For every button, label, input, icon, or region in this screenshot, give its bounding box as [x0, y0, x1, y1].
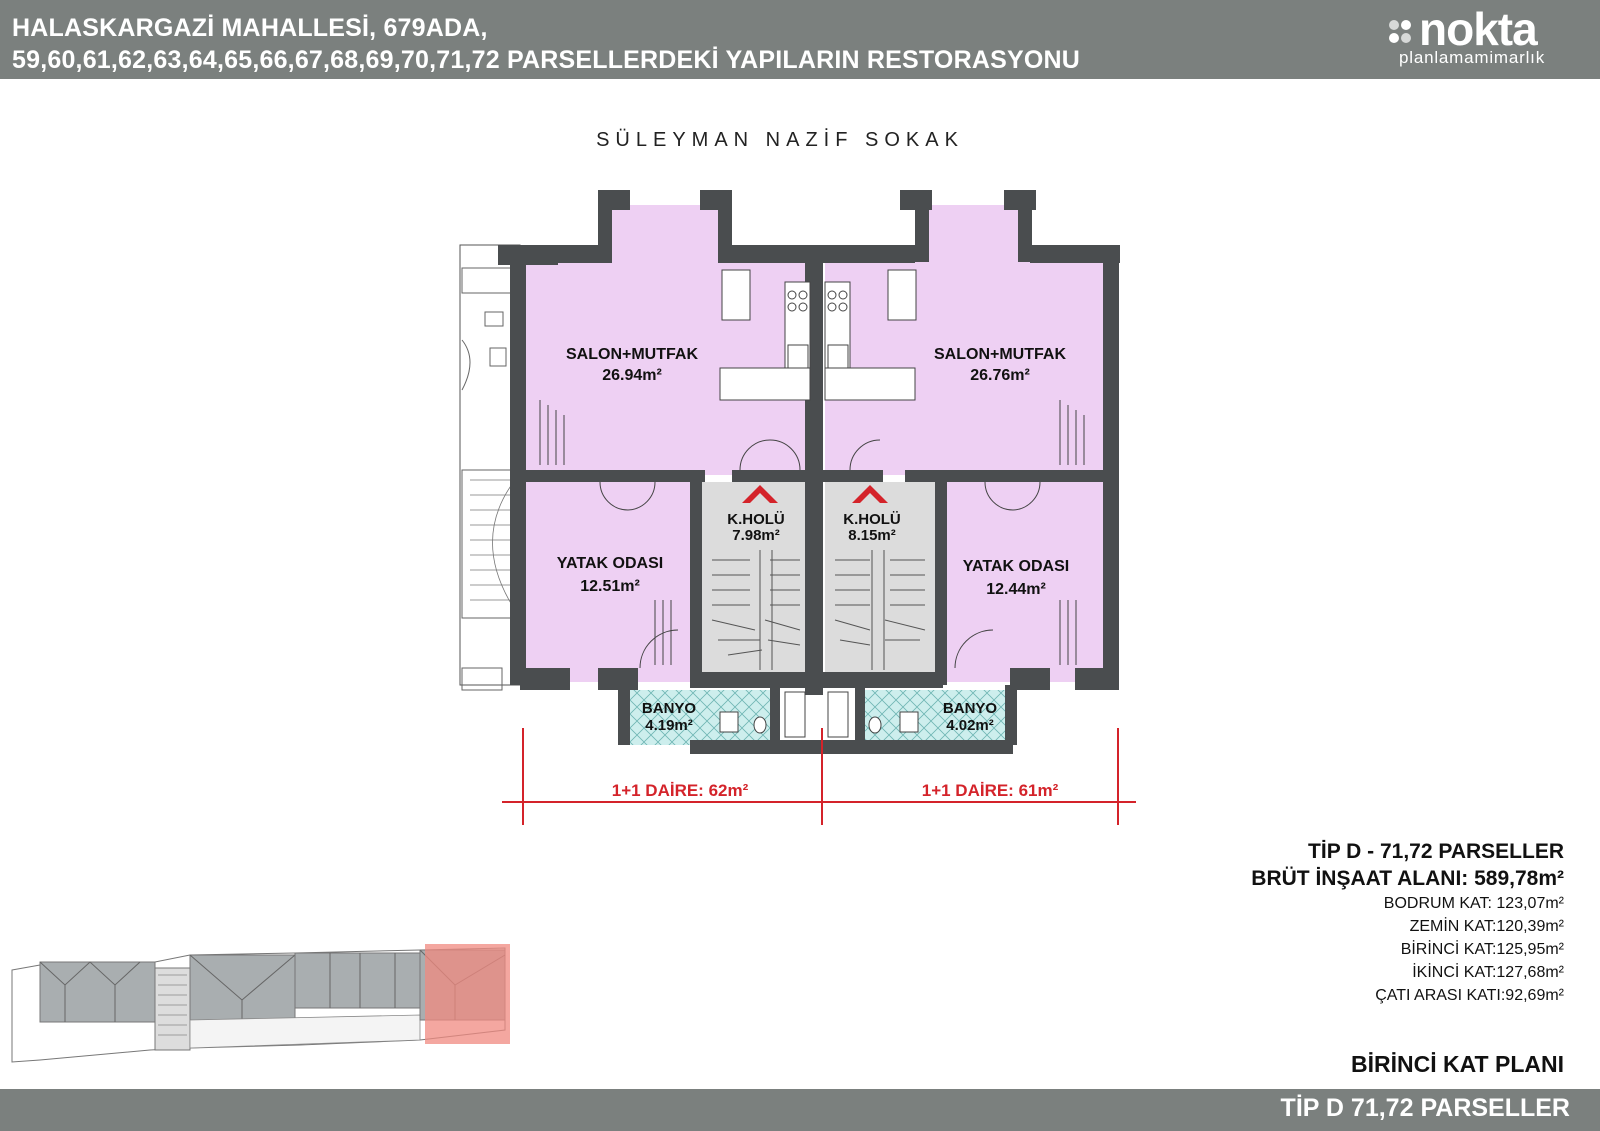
right-bedroom-area: 12.44m²	[986, 581, 1046, 598]
key-plan	[11, 944, 510, 1063]
header-bar: HALASKARGAZİ MAHALLESİ, 679ADA, 59,60,61…	[0, 0, 1600, 79]
stair-up-arrow-icon	[742, 485, 888, 503]
left-bedroom-area: 12.51m²	[580, 578, 640, 595]
right-hall-area: 8.15m²	[848, 527, 896, 544]
project-title-line-1: HALASKARGAZİ MAHALLESİ, 679ADA,	[12, 14, 488, 42]
street-name: SÜLEYMAN NAZİF SOKAK	[596, 129, 964, 151]
floor-area-second: İKİNCİ KAT:127,68m²	[1412, 964, 1564, 981]
right-bath-name: BANYO	[943, 700, 998, 717]
project-title-line-2: 59,60,61,62,63,64,65,66,67,68,69,70,71,7…	[12, 46, 1080, 74]
left-hall-area: 7.98m²	[732, 527, 780, 544]
project-info: TİP D - 71,72 PARSELLER BRÜT İNŞAAT ALAN…	[1251, 838, 1564, 1007]
stairs	[711, 550, 926, 670]
left-bedroom-name: YATAK ODASI	[557, 555, 663, 572]
doors	[539, 400, 1085, 669]
gross-area: BRÜT İNŞAAT ALANI: 589,78m²	[1251, 867, 1564, 890]
footer-bar: TİP D 71,72 PARSELLER	[0, 1089, 1600, 1131]
right-bedroom-name: YATAK ODASI	[963, 558, 1069, 575]
floor-area-attic: ÇATI ARASI KATI:92,69m²	[1375, 987, 1564, 1004]
bath-fixtures	[719, 691, 919, 738]
kitchen-fixtures	[719, 269, 917, 401]
floor-area-ground: ZEMİN KAT:120,39m²	[1409, 918, 1564, 935]
left-unit-label: 1+1 DAİRE: 62m²	[612, 781, 749, 800]
left-salon-area: 26.94m²	[602, 367, 662, 384]
right-unit-label: 1+1 DAİRE: 61m²	[922, 781, 1059, 800]
logo-dots-icon	[1389, 16, 1417, 52]
left-bath-name: BANYO	[642, 700, 697, 717]
right-salon-area: 26.76m²	[970, 367, 1030, 384]
right-hall-name: K.HOLÜ	[843, 511, 901, 528]
plan-title: BİRİNCİ KAT PLANI	[1351, 1051, 1564, 1077]
floor-area-first: BİRİNCİ KAT:125,95m²	[1400, 941, 1564, 958]
right-bath-area: 4.02m²	[946, 717, 994, 734]
footer-label: TİP D 71,72 PARSELLER	[1280, 1094, 1570, 1122]
left-salon-name: SALON+MUTFAK	[566, 346, 698, 363]
type-label: TİP D - 71,72 PARSELLER	[1308, 840, 1564, 863]
unit-dimension-lines	[502, 728, 1136, 825]
left-bath-area: 4.19m²	[645, 717, 693, 734]
left-hall-name: K.HOLÜ	[727, 511, 785, 528]
right-salon-name: SALON+MUTFAK	[934, 346, 1066, 363]
company-logo: nokta planlamamimarlık	[1389, 3, 1574, 70]
logo-subtitle: planlamamimarlık	[1399, 48, 1546, 67]
logo-wordmark: nokta	[1419, 3, 1538, 55]
floor-area-basement: BODRUM KAT: 123,07m²	[1383, 895, 1564, 912]
